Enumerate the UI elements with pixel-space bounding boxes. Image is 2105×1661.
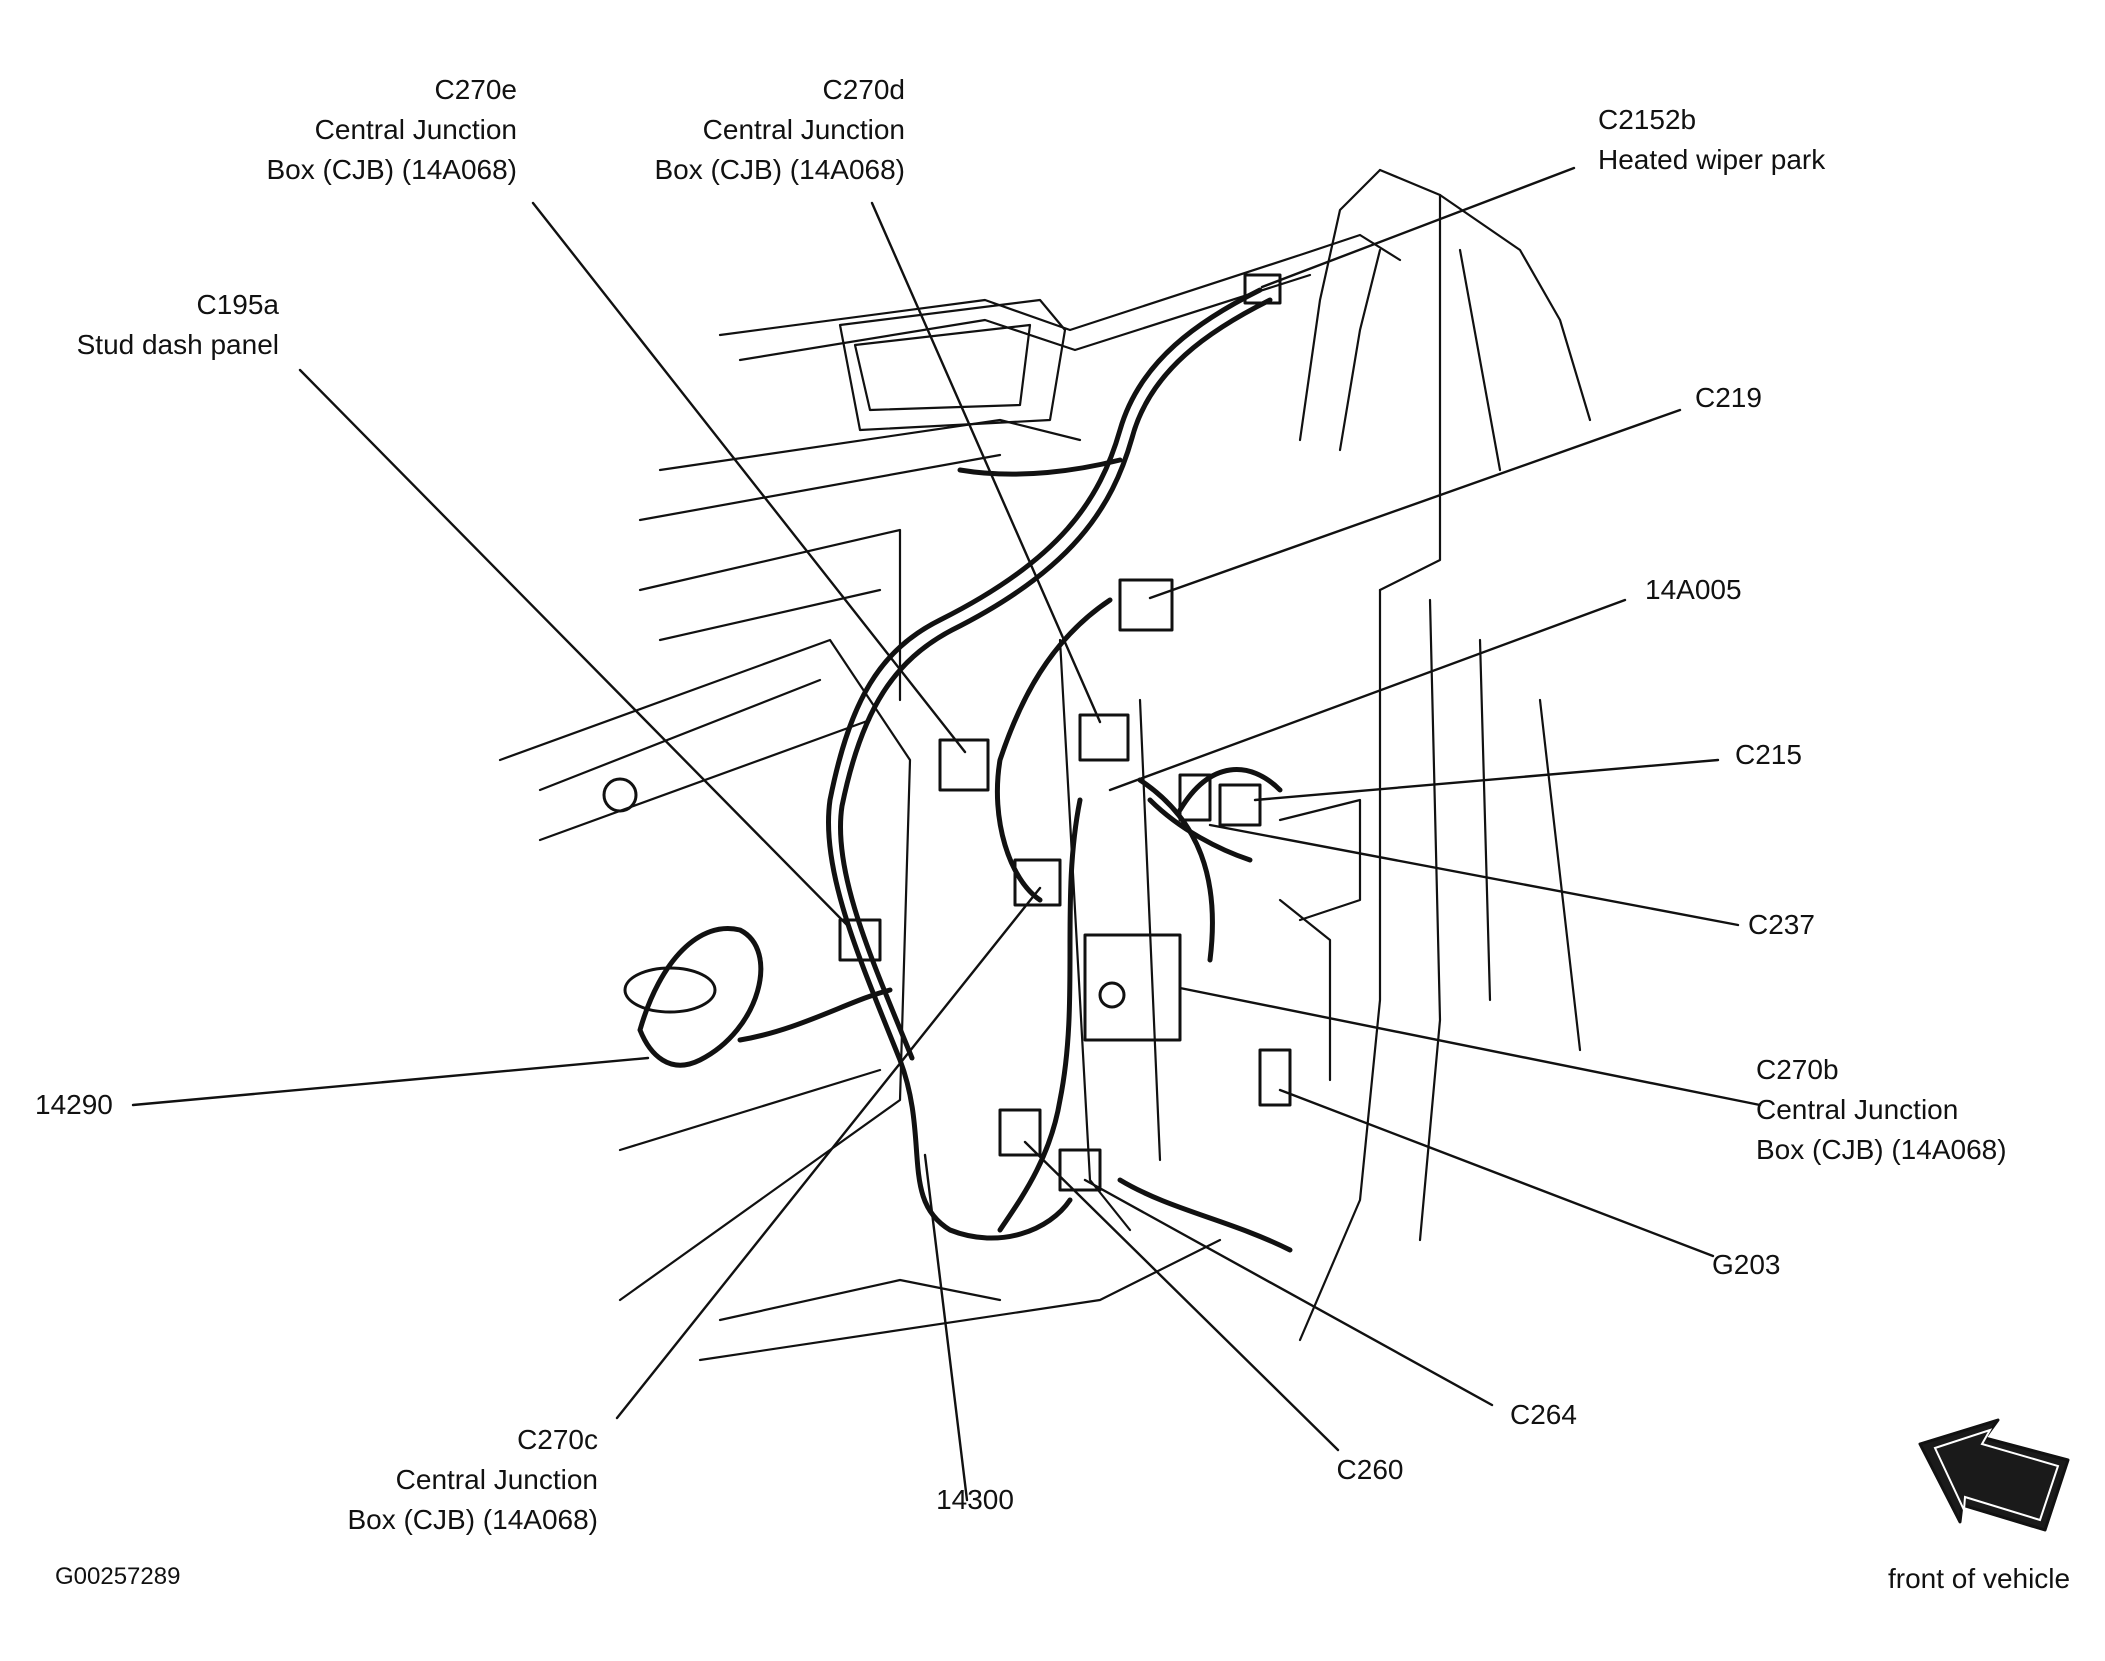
leader-lines (131, 166, 1762, 1502)
figure-id: G00257289 (55, 1563, 181, 1590)
front-of-vehicle-label: front of vehicle (1888, 1563, 2071, 1594)
connector-c2152b (1243, 273, 1282, 305)
callout-c2152b-id: C2152b (1598, 104, 1697, 135)
callout-c270d-id: C270d (822, 74, 905, 105)
components (602, 273, 1292, 1192)
callout-c270e: C270e Central Junction Box (CJB) (14A068… (266, 70, 517, 190)
callout-c219: C219 (1695, 378, 1762, 418)
connector-c215 (1218, 783, 1262, 827)
connector-c270c (1013, 858, 1062, 907)
callout-c270d-part: Box (CJB) (14A068) (654, 154, 905, 185)
callout-c260: C260 (1325, 1450, 1415, 1490)
callout-c264-id: C264 (1510, 1399, 1577, 1430)
vehicle-body-outline (498, 168, 1592, 1362)
callout-g203: G203 (1712, 1245, 1781, 1285)
ground-g203 (1258, 1048, 1292, 1107)
connector-c260 (998, 1108, 1042, 1157)
callout-14a005: 14A005 (1645, 570, 1742, 610)
callout-c270e-part: Box (CJB) (14A068) (266, 154, 517, 185)
callout-c195a-desc: Stud dash panel (76, 329, 279, 360)
callout-c260-id: C260 (1336, 1454, 1404, 1485)
callout-c270b-desc: Central Junction (1756, 1094, 1959, 1125)
callout-c270d-desc: Central Junction (702, 114, 905, 145)
callout-c270e-desc: Central Junction (314, 114, 517, 145)
callout-14a005-id: 14A005 (1645, 574, 1742, 605)
callout-14300: 14300 (925, 1480, 1025, 1520)
callout-c215: C215 (1735, 735, 1802, 775)
wiring-harness (637, 287, 1293, 1253)
connector-c270d (1078, 713, 1130, 762)
callout-14290: 14290 (35, 1085, 113, 1125)
callout-c270c-id: C270c (517, 1424, 598, 1455)
central-junction-box-c270b (1083, 933, 1182, 1042)
callout-14290-id: 14290 (35, 1089, 113, 1120)
connector-c237 (1178, 773, 1212, 822)
callout-c195a-id: C195a (196, 289, 279, 320)
callout-c215-id: C215 (1735, 739, 1802, 770)
callout-c264: C264 (1510, 1395, 1577, 1435)
callout-c2152b-desc: Heated wiper park (1598, 144, 1826, 175)
callout-c270b-id: C270b (1756, 1054, 1839, 1085)
callout-c237: C237 (1748, 905, 1815, 945)
connector-c264 (1058, 1148, 1102, 1192)
connector-c270e (938, 738, 990, 792)
callout-c270d: C270d Central Junction Box (CJB) (14A068… (654, 70, 905, 190)
callout-c270b: C270b Central Junction Box (CJB) (14A068… (1756, 1050, 2007, 1170)
callout-c219-id: C219 (1695, 382, 1762, 413)
front-direction-arrow-icon (1918, 1418, 2070, 1532)
callout-g203-id: G203 (1712, 1249, 1781, 1280)
callout-c270c: C270c Central Junction Box (CJB) (14A068… (347, 1420, 598, 1540)
callout-c2152b: C2152b Heated wiper park (1598, 100, 1825, 180)
callout-c270c-desc: Central Junction (395, 1464, 598, 1495)
callout-c270e-id: C270e (434, 74, 517, 105)
callout-14300-id: 14300 (936, 1484, 1014, 1515)
callout-c270c-part: Box (CJB) (14A068) (347, 1504, 598, 1535)
callout-c237-id: C237 (1748, 909, 1815, 940)
callout-c195a: C195a Stud dash panel (77, 285, 279, 365)
callout-c270b-part: Box (CJB) (14A068) (1756, 1134, 2007, 1165)
connector-c219 (1118, 578, 1174, 632)
stud-c195a (838, 918, 882, 962)
